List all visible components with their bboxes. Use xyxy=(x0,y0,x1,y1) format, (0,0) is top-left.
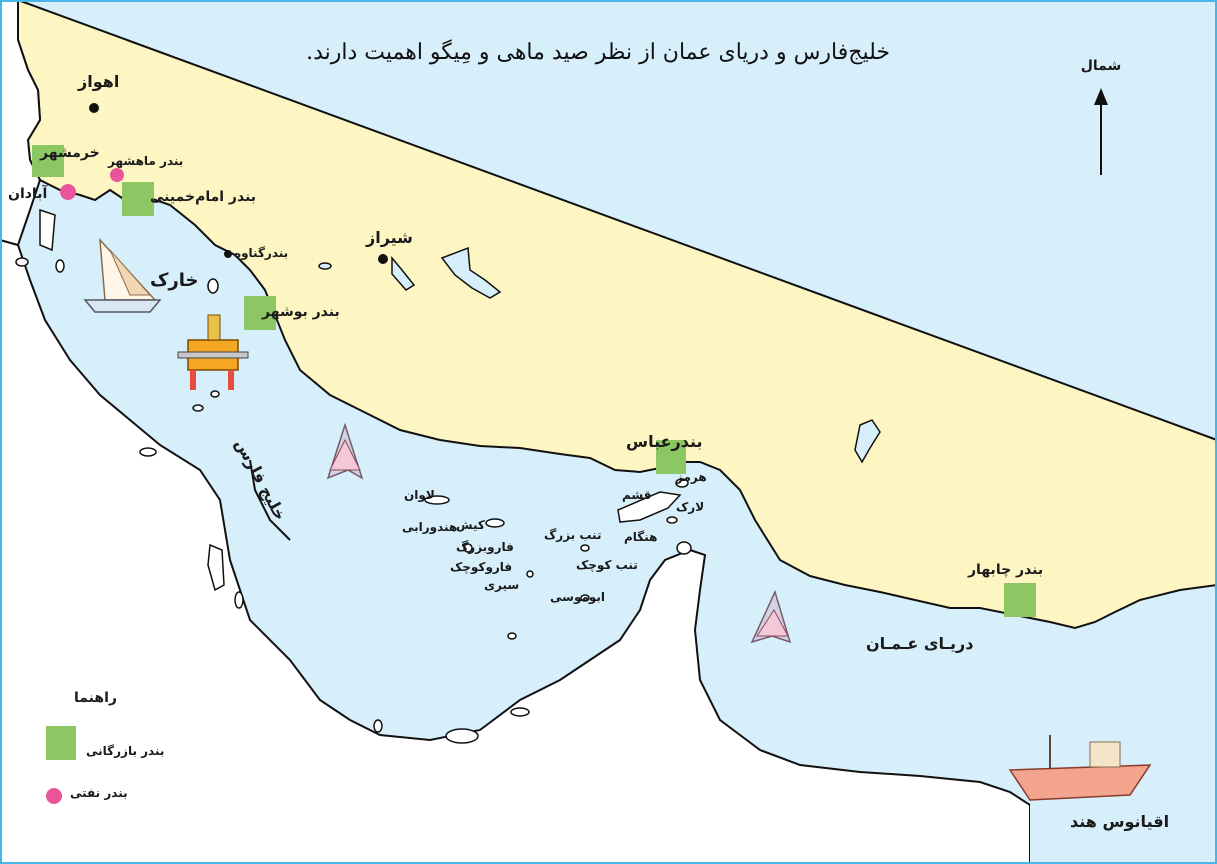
sailboat-icon xyxy=(83,237,162,313)
north-arrow-icon xyxy=(1094,88,1108,175)
city-label-shiraz: شیراز xyxy=(366,228,413,247)
oil-port-marker-abadan xyxy=(60,184,76,200)
oil-port-marker-mahshahr xyxy=(110,168,124,182)
port-label-khorramshahr: خرمشهر xyxy=(40,145,100,161)
island-label-qeshm: قشم xyxy=(622,488,652,502)
island-label-hormoz: هرمز xyxy=(676,470,707,484)
indian-ocean-area xyxy=(1030,660,1217,864)
city-label-ahvaz: اهواز xyxy=(78,72,120,91)
legend-swatch-oil-port xyxy=(46,788,62,804)
island-label-kish: کیش xyxy=(456,518,485,532)
port-label-bandar-abbas: بندرعباس xyxy=(626,432,703,451)
island-label-faror-bozorg: فاروبزرگ xyxy=(456,540,514,554)
island-label-faror-kuchak: فاروکوچک xyxy=(450,560,513,574)
lakes-group xyxy=(318,246,881,464)
legend-label-commercial-port: بندر بازرگانی xyxy=(86,744,165,758)
map-title: خلیج‌فارس و دریای عمان از نظر صید ماهی و… xyxy=(306,40,890,65)
fish-icon xyxy=(326,422,364,480)
persian-gulf-flourish xyxy=(249,459,291,541)
west-land xyxy=(0,0,42,247)
port-marker-khorramshahr xyxy=(32,145,64,177)
north-indicator: شمال xyxy=(1076,50,1126,180)
port-label-genaveh: بندرگناوه xyxy=(234,246,289,260)
port-label-abadan: آبادان xyxy=(8,186,48,202)
island-label-sirri: سیری xyxy=(484,578,520,592)
legend-title: راهنما xyxy=(74,690,117,706)
fish-icon xyxy=(750,589,792,644)
legend-label-oil-port: بندر نفتی xyxy=(70,786,128,800)
island-label-khark: خارک xyxy=(150,270,199,291)
oil-platform-icon xyxy=(177,314,249,390)
port-label-mahshahr: بندر ماهشهر xyxy=(108,154,184,168)
island-label-lavan: لاوان xyxy=(404,488,435,502)
north-label: شمال xyxy=(1080,58,1122,74)
fishing-boat-icon xyxy=(1008,735,1152,801)
city-dot-ahvaz xyxy=(89,103,99,113)
island-label-tonb-bozorg: تنب بزرگ xyxy=(544,528,602,542)
island-label-tonb-kuchak: تنب کوچک xyxy=(576,558,638,572)
island-label-hendurabi: هندورابی xyxy=(402,520,458,534)
arabia-land xyxy=(0,238,1031,864)
port-label-chabahar: بندر چابهار xyxy=(968,562,1044,578)
island-label-hengam: هنگام xyxy=(624,530,658,544)
port-marker-imam-khomeini xyxy=(122,182,154,216)
port-marker-bushehr xyxy=(244,296,276,330)
water-label-oman-sea: دریـای عـمـان xyxy=(866,634,974,653)
commercial-ports xyxy=(32,145,1036,617)
port-marker-chabahar xyxy=(1004,583,1036,617)
city-dot-shiraz xyxy=(378,254,388,264)
island-label-larak: لارک xyxy=(676,500,705,514)
port-label-imam-khomeini: بندر امام‌خمینی xyxy=(150,189,257,205)
island-label-abumusa: ابوموسی xyxy=(550,590,606,604)
port-marker-bandar-abbas xyxy=(656,440,686,474)
water-label-indian-ocean: اقیانوس هند xyxy=(1070,812,1170,831)
legend-swatch-commercial-port xyxy=(46,726,76,760)
port-label-bushehr: بندر بوشهر xyxy=(262,304,340,320)
city-dot-genaveh xyxy=(224,250,232,258)
islands-group xyxy=(15,208,692,744)
legend: راهنما بندر بازرگانی بندر نفتی xyxy=(40,690,200,820)
